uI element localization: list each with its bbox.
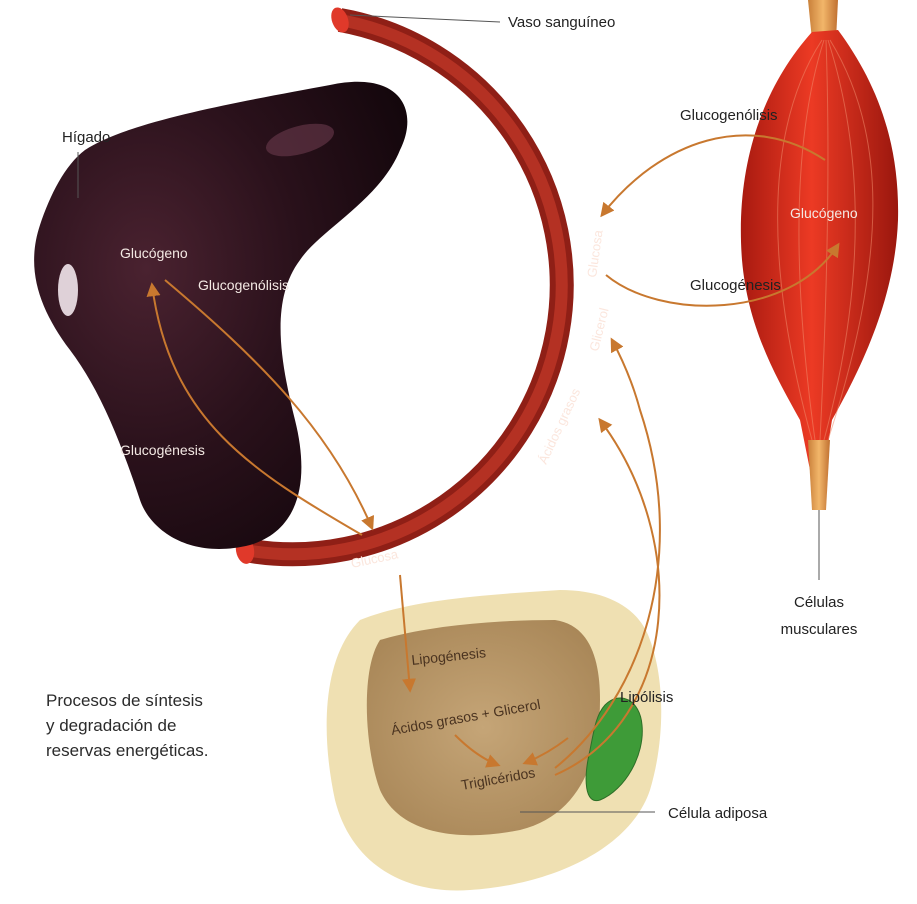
label-liver-glucogenolisis: Glucogenólisis bbox=[198, 277, 289, 293]
diagram-caption: Procesos de síntesis y degradación de re… bbox=[46, 688, 306, 763]
label-vessel-glucosa-side: Glucosa bbox=[584, 228, 606, 278]
label-liver-glucogeno: Glucógeno bbox=[120, 245, 188, 261]
caption-line-1: Procesos de síntesis bbox=[46, 688, 306, 713]
label-vaso-sanguineo: Vaso sanguíneo bbox=[508, 14, 615, 31]
label-musculares: musculares bbox=[781, 621, 858, 638]
muscle-belly bbox=[741, 30, 898, 470]
label-celula-adiposa: Célula adiposa bbox=[668, 805, 768, 822]
muscle-tendon-bottom bbox=[808, 440, 830, 510]
label-muscle-glucogenolisis: Glucogenólisis bbox=[680, 107, 778, 124]
label-celulas: Células bbox=[794, 594, 844, 611]
label-muscle-glucogeno: Glucógeno bbox=[790, 205, 858, 221]
caption-line-3: reservas energéticas. bbox=[46, 738, 306, 763]
fat-cell bbox=[327, 590, 662, 890]
liver-shape bbox=[34, 82, 407, 549]
label-vessel-glicerol: Glicerol bbox=[586, 306, 611, 352]
label-higado: Hígado bbox=[62, 129, 110, 146]
caption-line-2: y degradación de bbox=[46, 713, 306, 738]
liver-highlight bbox=[58, 264, 78, 316]
label-liver-glucogenesis: Glucogénesis bbox=[120, 442, 205, 458]
liver bbox=[34, 82, 407, 549]
label-muscle-glucogenesis: Glucogénesis bbox=[690, 277, 781, 294]
label-lipolisis: Lipólisis bbox=[620, 689, 673, 706]
